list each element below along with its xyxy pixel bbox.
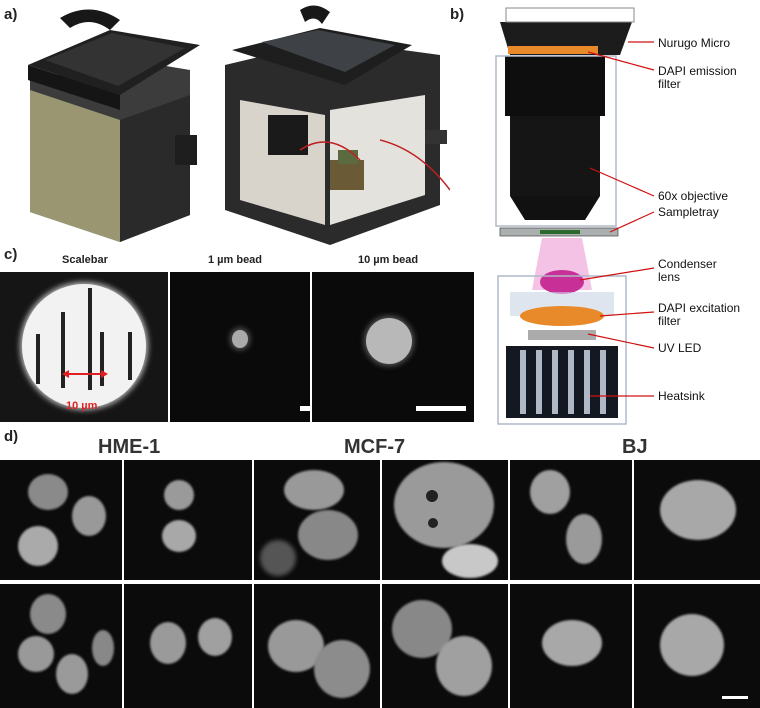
callout-arrows xyxy=(579,41,655,397)
callout-60x-objective: 60x objective xyxy=(658,189,729,203)
closed-device-photo xyxy=(28,9,200,242)
callout-condenser-lens: Condenser lens xyxy=(658,257,717,284)
panel-label-c: c) xyxy=(4,246,18,263)
panel-label-d: d) xyxy=(4,428,19,445)
callout-heatsink: Heatsink xyxy=(658,389,705,403)
header-hme1: HME-1 xyxy=(98,436,161,458)
panel-label-a: a) xyxy=(4,6,18,23)
scale-bar xyxy=(300,406,310,411)
callout-dapi-excitation-filter: DAPI excitation filter xyxy=(658,301,741,328)
micrograph-bj-1 xyxy=(510,460,632,580)
scale-bar xyxy=(416,406,466,411)
panel-label-b: b) xyxy=(450,6,465,23)
micrograph-mcf7-3 xyxy=(254,584,380,708)
header-mcf7: MCF-7 xyxy=(344,436,406,458)
micrograph-mcf7-1 xyxy=(254,460,380,580)
scale-label: 10 µm xyxy=(66,400,98,412)
micrograph-mcf7-4 xyxy=(382,584,508,708)
callout-nurugo-micro: Nurugo Micro xyxy=(658,36,731,50)
bead-10um-image xyxy=(312,272,474,422)
micrograph-hme1-2 xyxy=(124,460,252,580)
microscope-schematic xyxy=(495,7,655,425)
caption-scalebar: Scalebar xyxy=(62,254,108,266)
callout-dapi-emission-filter: DAPI emission filter xyxy=(658,64,737,91)
micrograph-bj-4 xyxy=(634,584,760,708)
scalebar-image: 10 µm xyxy=(0,272,168,422)
micrograph-mcf7-2 xyxy=(382,460,508,580)
scale-arrow xyxy=(62,370,108,378)
micrograph-bj-2 xyxy=(634,460,760,580)
scale-bar xyxy=(722,696,748,699)
caption-10um-bead: 10 µm bead xyxy=(358,254,419,266)
micrograph-bj-3 xyxy=(510,584,632,708)
bead-1um-image xyxy=(170,272,310,422)
micrograph-hme1-3 xyxy=(0,584,122,708)
callout-sampletray: Sampletray xyxy=(658,205,719,219)
micrograph-hme1-4 xyxy=(124,584,252,708)
open-device-photo xyxy=(225,5,450,245)
device-photo-illustration xyxy=(28,5,450,245)
callout-uv-led: UV LED xyxy=(658,341,702,355)
micrograph-hme1-1 xyxy=(0,460,122,580)
header-bj: BJ xyxy=(622,436,648,458)
caption-1um-bead: 1 µm bead xyxy=(208,254,263,266)
